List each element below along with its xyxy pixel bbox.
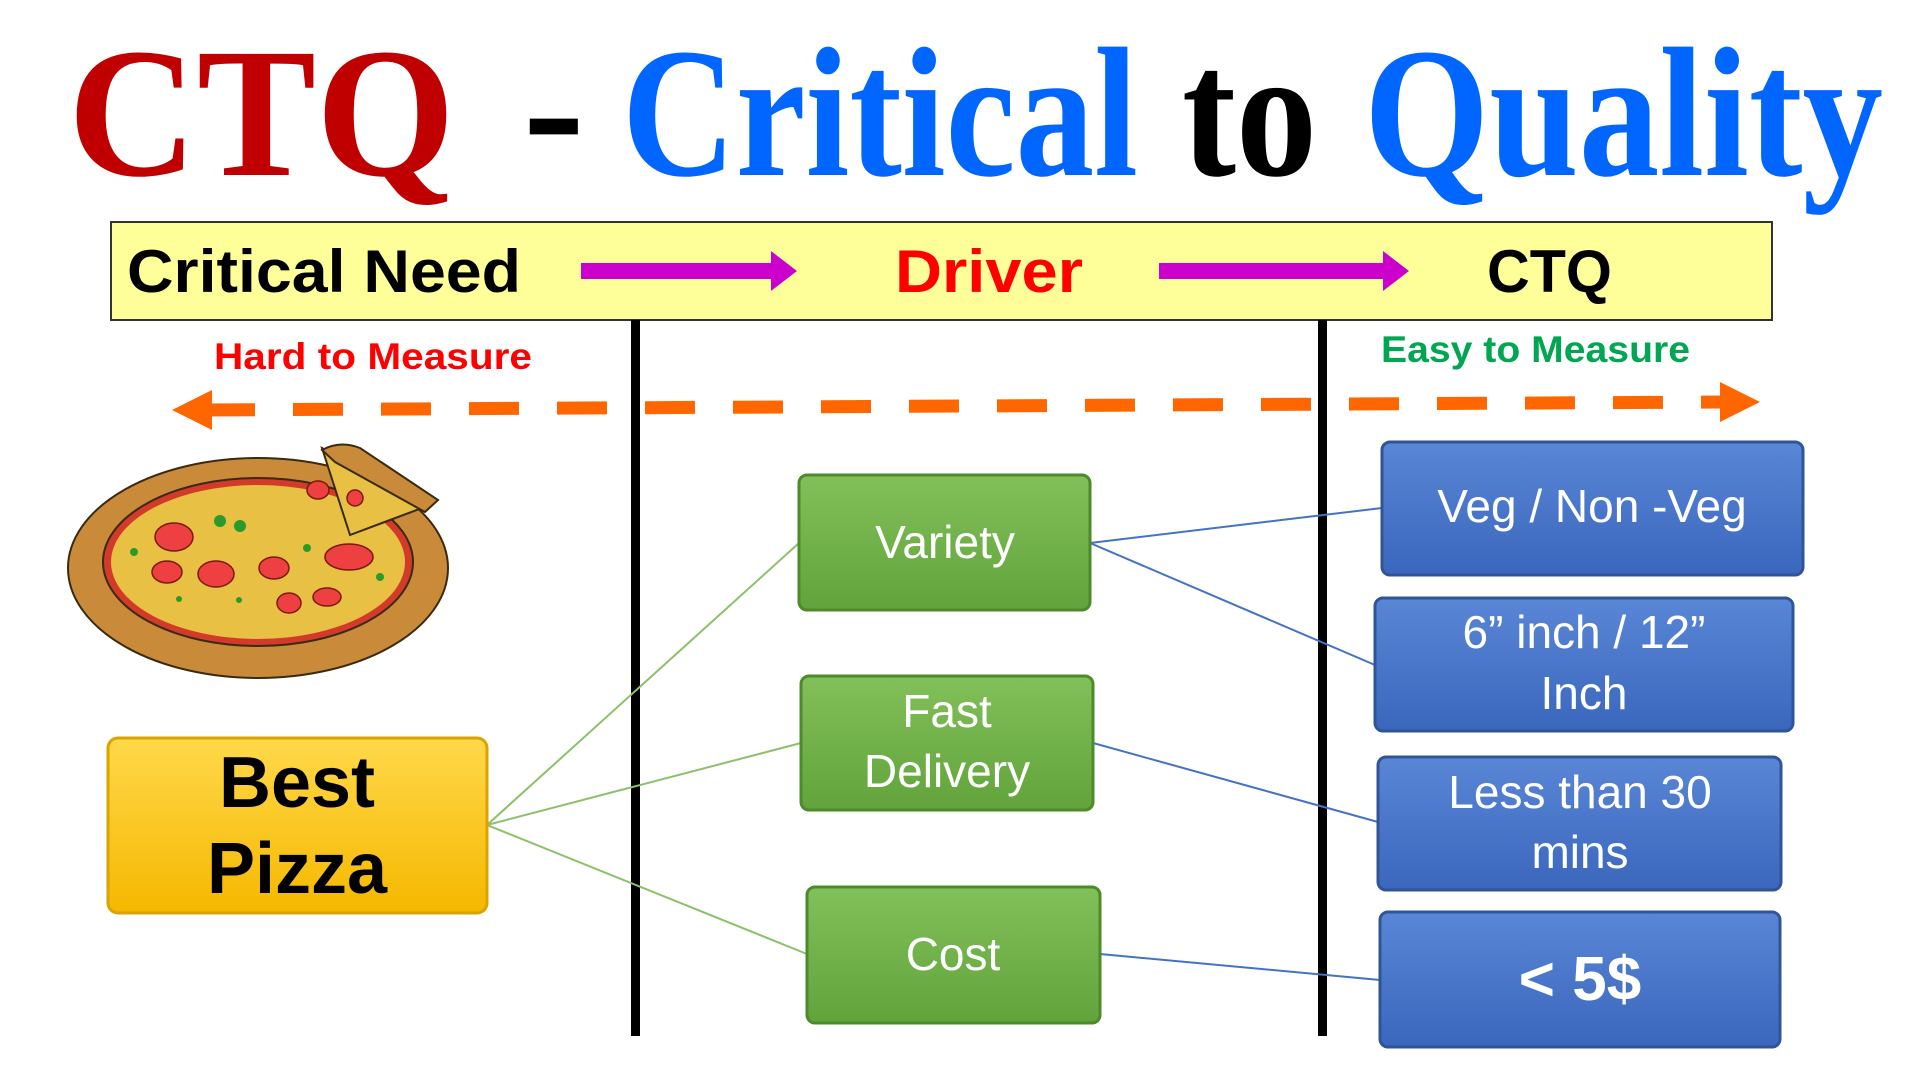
driver-label-line1: Fast <box>902 685 992 737</box>
ctq-label-line1: Less than 30 <box>1448 766 1711 818</box>
divider-line <box>631 320 640 1036</box>
header-band: Critical Need Driver CTQ <box>110 221 1773 321</box>
easy-to-measure-label: Easy to Measure <box>1381 329 1690 370</box>
driver-label: Variety <box>875 516 1015 568</box>
arrow-right-icon <box>1720 382 1760 422</box>
title-quality: Quality <box>1364 11 1883 216</box>
driver-label: Cost <box>906 928 1001 980</box>
connectors <box>486 507 1383 981</box>
hard-to-measure-label: Hard to Measure <box>214 336 532 377</box>
ctq-label-line2: mins <box>1531 826 1628 878</box>
need-box-best-pizza: Best Pizza <box>106 736 489 915</box>
ctq-box-veg: Veg / Non -Veg <box>1380 440 1805 577</box>
critical-need-label: Critical Need <box>127 238 521 305</box>
ctq-label-line2: Inch <box>1541 667 1628 719</box>
driver-label: Driver <box>895 238 1083 305</box>
ctq-label-line1: 6” inch / 12” <box>1463 606 1706 658</box>
ctq-label: < 5$ <box>1519 945 1641 1014</box>
arrow-right-icon <box>1159 251 1409 291</box>
pizza-icon <box>67 443 449 679</box>
driver-box-cost: Cost <box>805 885 1102 1025</box>
ctq-box-size: 6” inch / 12” Inch <box>1373 596 1795 733</box>
title-to: to <box>1182 11 1317 216</box>
driver-box-variety: Variety <box>797 473 1092 612</box>
measurability-arrow <box>172 382 1760 430</box>
title-critical: Critical <box>622 11 1138 216</box>
need-box-line1: Best <box>219 743 375 823</box>
title-dash: - <box>523 6 585 211</box>
page-title: CTQ - Critical to Quality <box>68 6 1883 216</box>
driver-label-line2: Delivery <box>864 745 1030 797</box>
arrow-right-icon <box>581 251 797 291</box>
ctq-box-cost: < 5$ <box>1378 910 1782 1049</box>
divider-line <box>1318 320 1327 1036</box>
ctq-box-time: Less than 30 mins <box>1376 755 1783 892</box>
ctq-label: CTQ <box>1487 238 1612 305</box>
arrow-left-icon <box>172 390 212 430</box>
title-ctq: CTQ <box>68 11 455 216</box>
driver-box-fast-delivery: Fast Delivery <box>799 674 1095 812</box>
ctq-label: Veg / Non -Veg <box>1437 480 1746 532</box>
need-box-line2: Pizza <box>207 829 388 909</box>
